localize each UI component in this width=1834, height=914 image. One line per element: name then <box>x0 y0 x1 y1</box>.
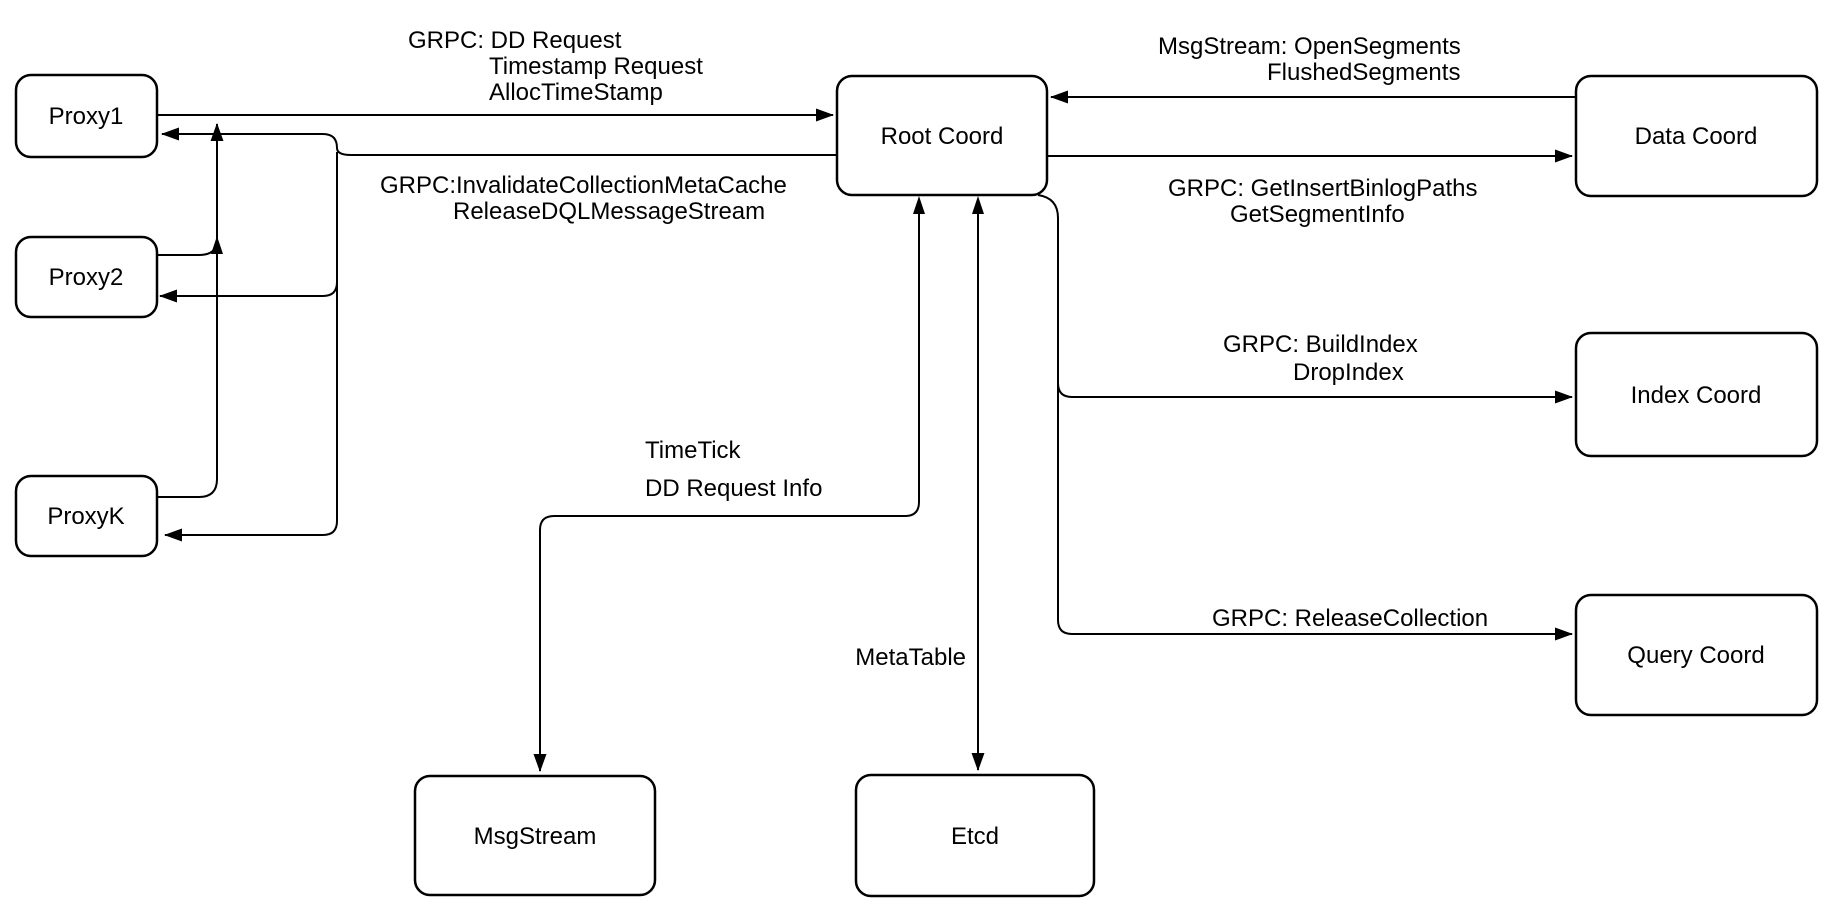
edge-label-root-to-proxies: GRPC:InvalidateCollectionMetaCache Relea… <box>380 172 787 225</box>
node-box <box>835 74 1049 197</box>
node-query-coord: Query Coord <box>1574 593 1819 717</box>
node-proxyk: ProxyK <box>14 474 159 558</box>
arrowhead-up-icon <box>913 196 925 214</box>
edge-label-root-to-etcd: MetaTable <box>855 644 966 671</box>
edge-root-to-msgstream <box>533 214 920 772</box>
node-root-coord: Root Coord <box>835 74 1049 197</box>
edge-label-line: MetaTable <box>855 644 966 671</box>
edge-label-root-to-query: GRPC: ReleaseCollection <box>1212 605 1488 632</box>
edge-label-line: GRPC: DD Request <box>408 27 622 54</box>
edge-label-line: GRPC: ReleaseCollection <box>1212 605 1488 632</box>
node-label: Proxy2 <box>49 264 124 291</box>
edge-root-to-index <box>1057 382 1573 404</box>
edge-label-line: GRPC:InvalidateCollectionMetaCache <box>380 172 787 199</box>
edge-label-line: TimeTick <box>645 437 742 464</box>
node-etcd: Etcd <box>854 773 1096 898</box>
node-index-coord: Index Coord <box>1574 331 1819 458</box>
edge-label-line: MsgStream: OpenSegments <box>1158 33 1461 60</box>
edge-label-line: Timestamp Request <box>489 53 703 80</box>
node-label: Proxy1 <box>49 103 124 130</box>
edge-root-to-proxy1 <box>161 127 837 156</box>
edge-label-line: DropIndex <box>1293 359 1404 386</box>
node-box <box>1574 331 1819 458</box>
arrowhead-up-icon <box>972 196 984 214</box>
node-box <box>854 773 1096 898</box>
node-box <box>14 73 159 159</box>
edge-label-line: DD Request Info <box>645 475 822 502</box>
node-label: Index Coord <box>1631 382 1762 409</box>
node-label: MsgStream <box>474 823 597 850</box>
node-box <box>413 774 657 897</box>
edge-label-root-to-msgstream: TimeTick DD Request Info <box>645 437 822 502</box>
edge-label-line: GRPC: BuildIndex <box>1223 331 1418 358</box>
edge-label-proxies-to-root: GRPC: DD Request Timestamp Request Alloc… <box>408 27 703 106</box>
node-box <box>1574 74 1819 198</box>
node-proxy1: Proxy1 <box>14 73 159 159</box>
edge-label-line: FlushedSegments <box>1267 59 1460 86</box>
node-label: Etcd <box>951 823 999 850</box>
arrowhead-up-icon <box>211 236 223 254</box>
edge-label-line: GRPC: GetInsertBinlogPaths <box>1168 175 1477 202</box>
edge-root-to-proxyk <box>164 152 338 542</box>
node-proxy2: Proxy2 <box>14 235 159 319</box>
node-label: Root Coord <box>881 123 1004 150</box>
node-label: ProxyK <box>47 503 124 530</box>
edge-label-root-to-data: GRPC: GetInsertBinlogPaths GetSegmentInf… <box>1168 175 1477 228</box>
edge-label-line: AllocTimeStamp <box>489 79 663 106</box>
node-box <box>14 235 159 319</box>
edge-label-data-to-root: MsgStream: OpenSegments FlushedSegments <box>1158 33 1461 86</box>
edge-root-to-proxy2 <box>159 281 338 303</box>
edge-label-root-to-index: GRPC: BuildIndex DropIndex <box>1223 331 1418 386</box>
edge-proxy2-merge <box>155 239 218 256</box>
node-label: Data Coord <box>1635 123 1758 150</box>
node-box <box>14 474 159 558</box>
edge-label-line: ReleaseDQLMessageStream <box>453 198 765 225</box>
edge-root-to-query <box>1037 194 1573 641</box>
edge-label-line: GetSegmentInfo <box>1230 201 1405 228</box>
edge-proxyk-merge <box>157 123 224 498</box>
node-data-coord: Data Coord <box>1574 74 1819 198</box>
node-label: Query Coord <box>1627 642 1764 669</box>
node-msgstream: MsgStream <box>413 774 657 897</box>
node-box <box>1574 593 1819 717</box>
